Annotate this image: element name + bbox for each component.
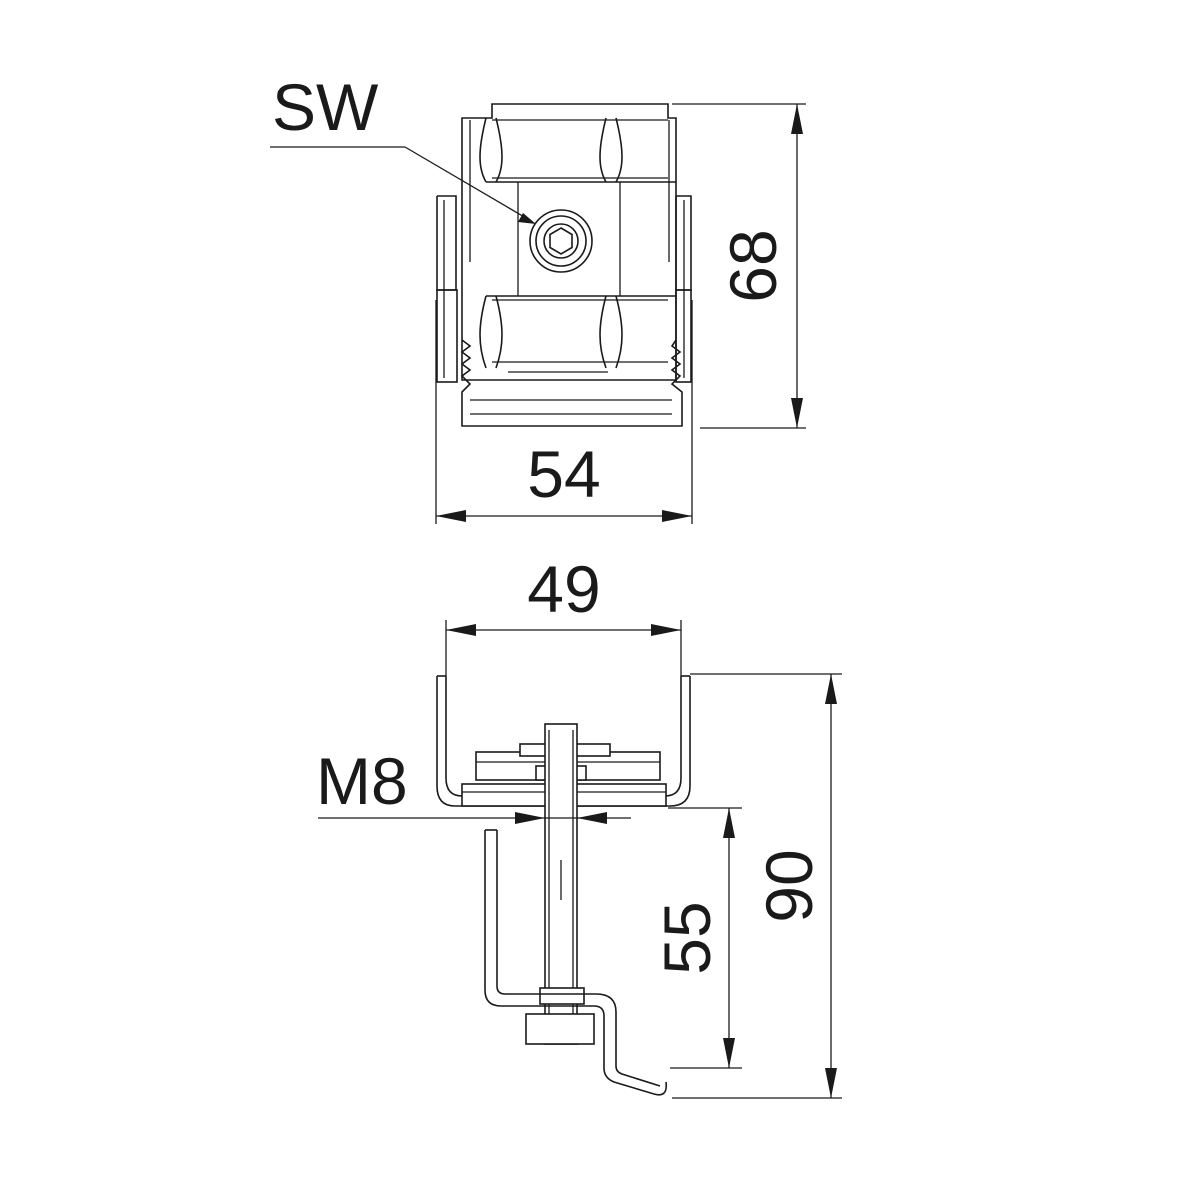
sw-label: SW <box>272 70 379 144</box>
m8-leader <box>318 812 631 824</box>
dimension-54 <box>435 300 693 524</box>
dimension-49 <box>445 620 682 676</box>
hex-screw <box>529 209 593 273</box>
dimension-54-label: 54 <box>527 437 600 511</box>
mounting-hook <box>484 829 668 1096</box>
dimension-90 <box>672 673 842 1099</box>
dimension-55-label: 55 <box>650 901 724 974</box>
dimension-68 <box>672 103 806 429</box>
dimension-90-label: 90 <box>752 849 826 922</box>
bottom-view: M8 49 55 90 <box>316 552 842 1099</box>
dimension-55 <box>668 807 742 1069</box>
toothed-base <box>460 339 683 427</box>
side-flanges <box>436 195 692 383</box>
threaded-rod <box>525 723 595 1045</box>
m8-label: M8 <box>316 744 408 818</box>
top-view: SW 54 68 <box>270 70 806 524</box>
sw-leader <box>270 146 536 224</box>
clamp-body <box>461 103 677 381</box>
dimension-68-label: 68 <box>716 229 790 302</box>
dimension-49-label: 49 <box>527 552 600 626</box>
